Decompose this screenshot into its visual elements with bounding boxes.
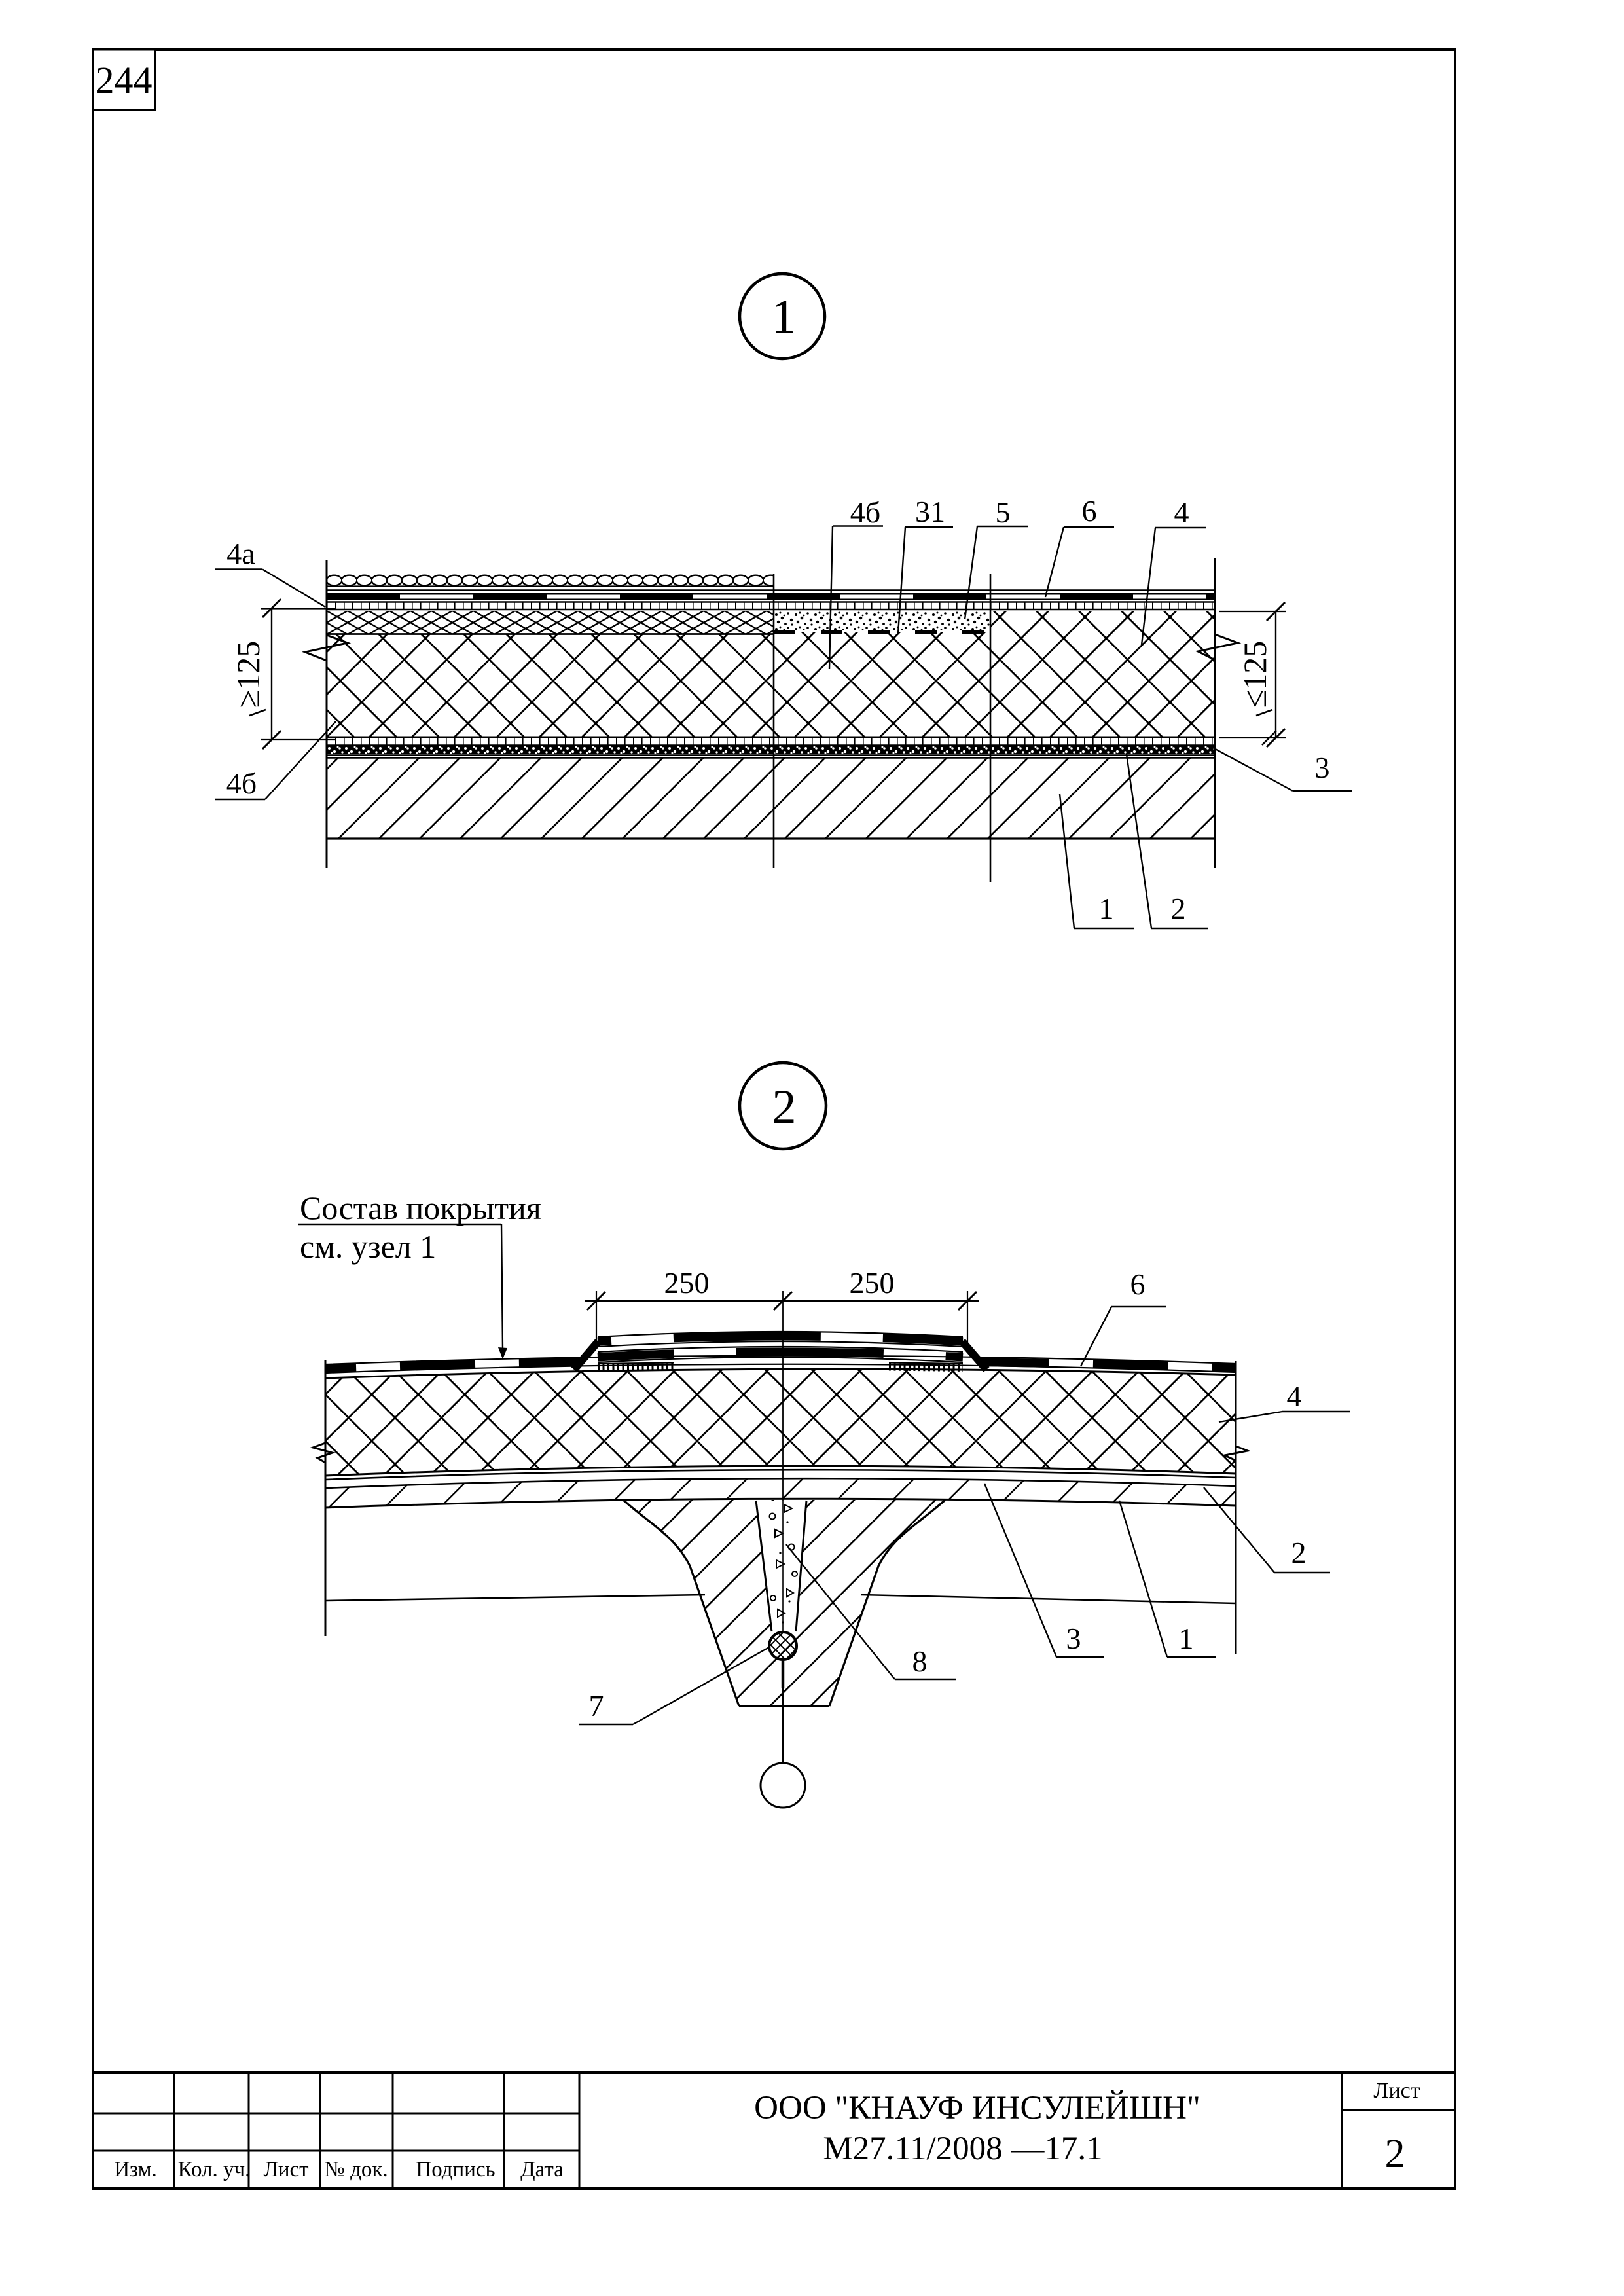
svg-text:2: 2: [1291, 1536, 1307, 1569]
svg-text:М27.11/2008 —17.1: М27.11/2008 —17.1: [823, 2130, 1102, 2167]
svg-text:4б: 4б: [226, 767, 257, 800]
svg-text:1: 1: [1179, 1622, 1194, 1655]
svg-text:4б: 4б: [850, 496, 880, 529]
svg-text:31: 31: [915, 495, 945, 528]
svg-text:3: 3: [1066, 1622, 1081, 1655]
svg-text:1: 1: [772, 290, 796, 344]
svg-text:250: 250: [850, 1266, 895, 1300]
svg-text:7: 7: [589, 1689, 604, 1722]
svg-text:№ док.: № док.: [324, 2158, 388, 2181]
svg-text:5: 5: [996, 496, 1011, 529]
svg-text:2: 2: [1171, 892, 1186, 925]
svg-text:Состав покрытия: Состав покрытия: [300, 1190, 541, 1226]
svg-text:Подпись: Подпись: [416, 2158, 495, 2181]
svg-text:8: 8: [912, 1645, 928, 1678]
svg-text:Лист: Лист: [263, 2158, 308, 2181]
svg-text:2: 2: [772, 1080, 797, 1134]
svg-text:244: 244: [96, 59, 153, 101]
svg-text:3: 3: [1315, 751, 1330, 784]
svg-text:6: 6: [1082, 494, 1097, 528]
svg-text:2: 2: [1385, 2132, 1405, 2176]
svg-text:Дата: Дата: [520, 2158, 564, 2181]
svg-text:≥125: ≥125: [230, 641, 266, 708]
svg-text:4: 4: [1287, 1379, 1302, 1413]
svg-text:4а: 4а: [226, 537, 255, 570]
svg-text:1: 1: [1099, 892, 1114, 925]
svg-text:250: 250: [664, 1266, 710, 1300]
svg-text:≤125: ≤125: [1236, 641, 1273, 708]
svg-text:6: 6: [1130, 1267, 1146, 1301]
svg-text:Кол. уч.: Кол. уч.: [178, 2158, 251, 2181]
svg-text:см. узел 1: см. узел 1: [300, 1228, 436, 1265]
svg-text:Лист: Лист: [1373, 2079, 1420, 2103]
svg-text:Изм.: Изм.: [114, 2158, 157, 2181]
svg-text:4: 4: [1174, 496, 1189, 529]
svg-text:ООО "КНАУФ ИНСУЛЕЙШН": ООО "КНАУФ ИНСУЛЕЙШН": [754, 2090, 1200, 2126]
